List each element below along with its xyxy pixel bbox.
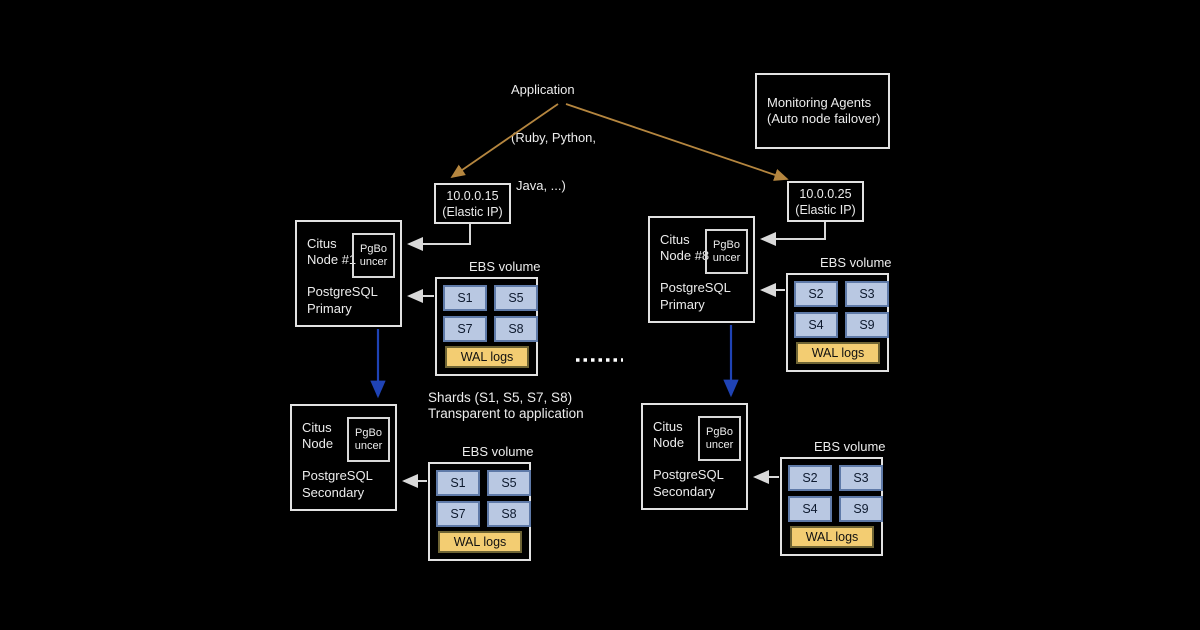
shard-box: S1	[436, 470, 480, 496]
node-name: Citus Node	[302, 420, 334, 451]
shard-box: S3	[845, 281, 889, 307]
ebs-volume-secondary-right: EBS volume S2 S3 S4 S9 WAL logs	[780, 439, 886, 556]
node-name: Citus Node #8	[660, 232, 710, 263]
shard-box: S9	[845, 312, 889, 338]
citus-node-primary-right: Citus Node #8 PgBo uncer PostgreSQL Prim…	[648, 216, 755, 323]
application-label-line3: Java, ...)	[516, 178, 566, 193]
shard-grid: S2 S3 S4 S9	[788, 465, 883, 522]
pgbouncer-box: PgBo uncer	[352, 233, 395, 278]
node-name: Citus Node #1	[307, 236, 357, 267]
elastic-ip-right-box: 10.0.0.25 (Elastic IP)	[787, 181, 864, 222]
monitoring-agents-box: Monitoring Agents (Auto node failover)	[755, 73, 890, 149]
shard-box: S4	[794, 312, 838, 338]
shard-box: S4	[788, 496, 832, 522]
node-role: PostgreSQL Primary	[660, 280, 731, 312]
shard-box: S5	[494, 285, 538, 311]
citus-node-primary-left: Citus Node #1 PgBo uncer PostgreSQL Prim…	[295, 220, 402, 327]
ebs-volume-label: EBS volume	[469, 259, 541, 274]
shards-note-line2: Transparent to application	[428, 406, 584, 421]
shard-box: S9	[839, 496, 883, 522]
pgbouncer-box: PgBo uncer	[698, 416, 741, 461]
ebs-volume-label: EBS volume	[814, 439, 886, 454]
citus-node-secondary-right: Citus Node PgBo uncer PostgreSQL Seconda…	[641, 403, 748, 510]
citus-node-secondary-left: Citus Node PgBo uncer PostgreSQL Seconda…	[290, 404, 397, 511]
elastic-ip-right-label: (Elastic IP)	[795, 202, 856, 217]
monitoring-agents-line1: Monitoring Agents	[767, 94, 872, 110]
shard-box: S7	[443, 316, 487, 342]
node-role: PostgreSQL Secondary	[653, 467, 724, 499]
shards-note-line1: Shards (S1, S5, S7, S8)	[428, 390, 573, 405]
application-label-line1: Application	[511, 82, 575, 97]
wal-logs-box: WAL logs	[796, 342, 880, 364]
wal-logs-box: WAL logs	[438, 531, 522, 553]
shard-grid: S1 S5 S7 S8	[436, 470, 531, 527]
elastic-ip-left-box: 10.0.0.15 (Elastic IP)	[434, 183, 511, 224]
connector-eip-left-to-node	[407, 224, 471, 251]
wal-logs-box: WAL logs	[790, 526, 874, 548]
application-label-line2: (Ruby, Python,	[511, 130, 597, 145]
shard-box: S2	[794, 281, 838, 307]
ebs-volume-primary-right: EBS volume S2 S3 S4 S9 WAL logs	[786, 255, 892, 372]
shard-box: S3	[839, 465, 883, 491]
shard-box: S1	[443, 285, 487, 311]
application-label: Application (Ruby, Python, Java, ...)	[511, 50, 596, 226]
connector-eip-right-to-node	[760, 222, 826, 246]
shard-box: S8	[494, 316, 538, 342]
node-name: Citus Node	[653, 419, 685, 450]
shard-box: S5	[487, 470, 531, 496]
pgbouncer-box: PgBo uncer	[347, 417, 390, 462]
ebs-volume-label: EBS volume	[820, 255, 892, 270]
arrow-app-to-eip-right	[565, 103, 789, 181]
monitoring-agents-line2: (Auto node failover)	[767, 111, 881, 126]
shards-note: Shards (S1, S5, S7, S8) Transparent to a…	[428, 390, 584, 422]
elastic-ip-right-address: 10.0.0.25	[799, 186, 852, 201]
elastic-ip-left-label: (Elastic IP)	[442, 204, 503, 219]
shard-grid: S1 S5 S7 S8	[443, 285, 538, 342]
elastic-ip-left-address: 10.0.0.15	[446, 188, 499, 203]
shard-grid: S2 S3 S4 S9	[794, 281, 889, 338]
node-role: PostgreSQL Secondary	[302, 468, 373, 500]
ebs-volume-label: EBS volume	[462, 444, 534, 459]
shard-box: S2	[788, 465, 832, 491]
ebs-volume-secondary-left: EBS volume S1 S5 S7 S8 WAL logs	[428, 444, 534, 561]
shard-box: S8	[487, 501, 531, 527]
ebs-volume-primary-left: EBS volume S1 S5 S7 S8 WAL logs	[435, 259, 541, 376]
shard-box: S7	[436, 501, 480, 527]
pgbouncer-box: PgBo uncer	[705, 229, 748, 274]
wal-logs-box: WAL logs	[445, 346, 529, 368]
node-role: PostgreSQL Primary	[307, 284, 378, 316]
